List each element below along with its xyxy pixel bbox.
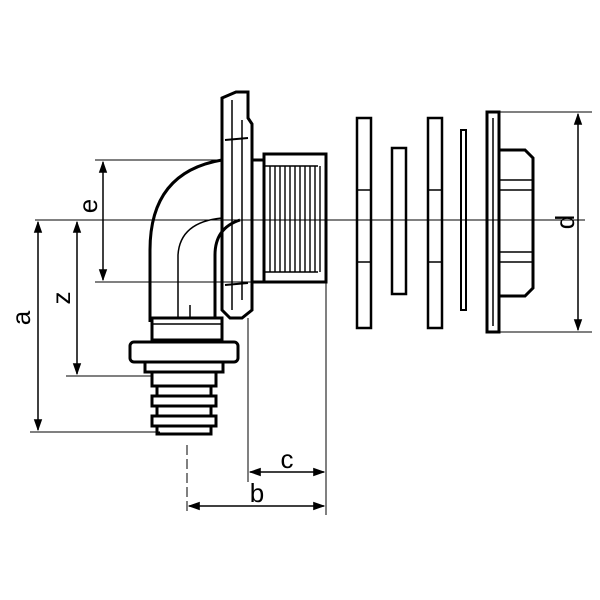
threaded-nipple bbox=[250, 152, 328, 284]
lock-nut bbox=[485, 110, 535, 334]
wall-flange bbox=[220, 90, 254, 320]
gasket-1 bbox=[355, 116, 373, 330]
washer bbox=[390, 146, 408, 296]
elbow-fitting bbox=[148, 158, 241, 342]
dim-e-label: e bbox=[73, 199, 103, 213]
extension-lines bbox=[30, 111, 592, 515]
dimension-lines bbox=[33, 112, 583, 511]
pipe-insert-ribs bbox=[150, 370, 218, 436]
press-sleeve bbox=[128, 340, 240, 374]
dim-c-label: c bbox=[281, 444, 294, 474]
gasket-2 bbox=[426, 116, 444, 330]
thin-shim bbox=[460, 129, 467, 311]
dim-z-label: z bbox=[46, 292, 76, 305]
dim-b-label: b bbox=[250, 478, 264, 508]
dim-d-label: d bbox=[550, 215, 580, 229]
dim-a-label: a bbox=[6, 310, 36, 325]
